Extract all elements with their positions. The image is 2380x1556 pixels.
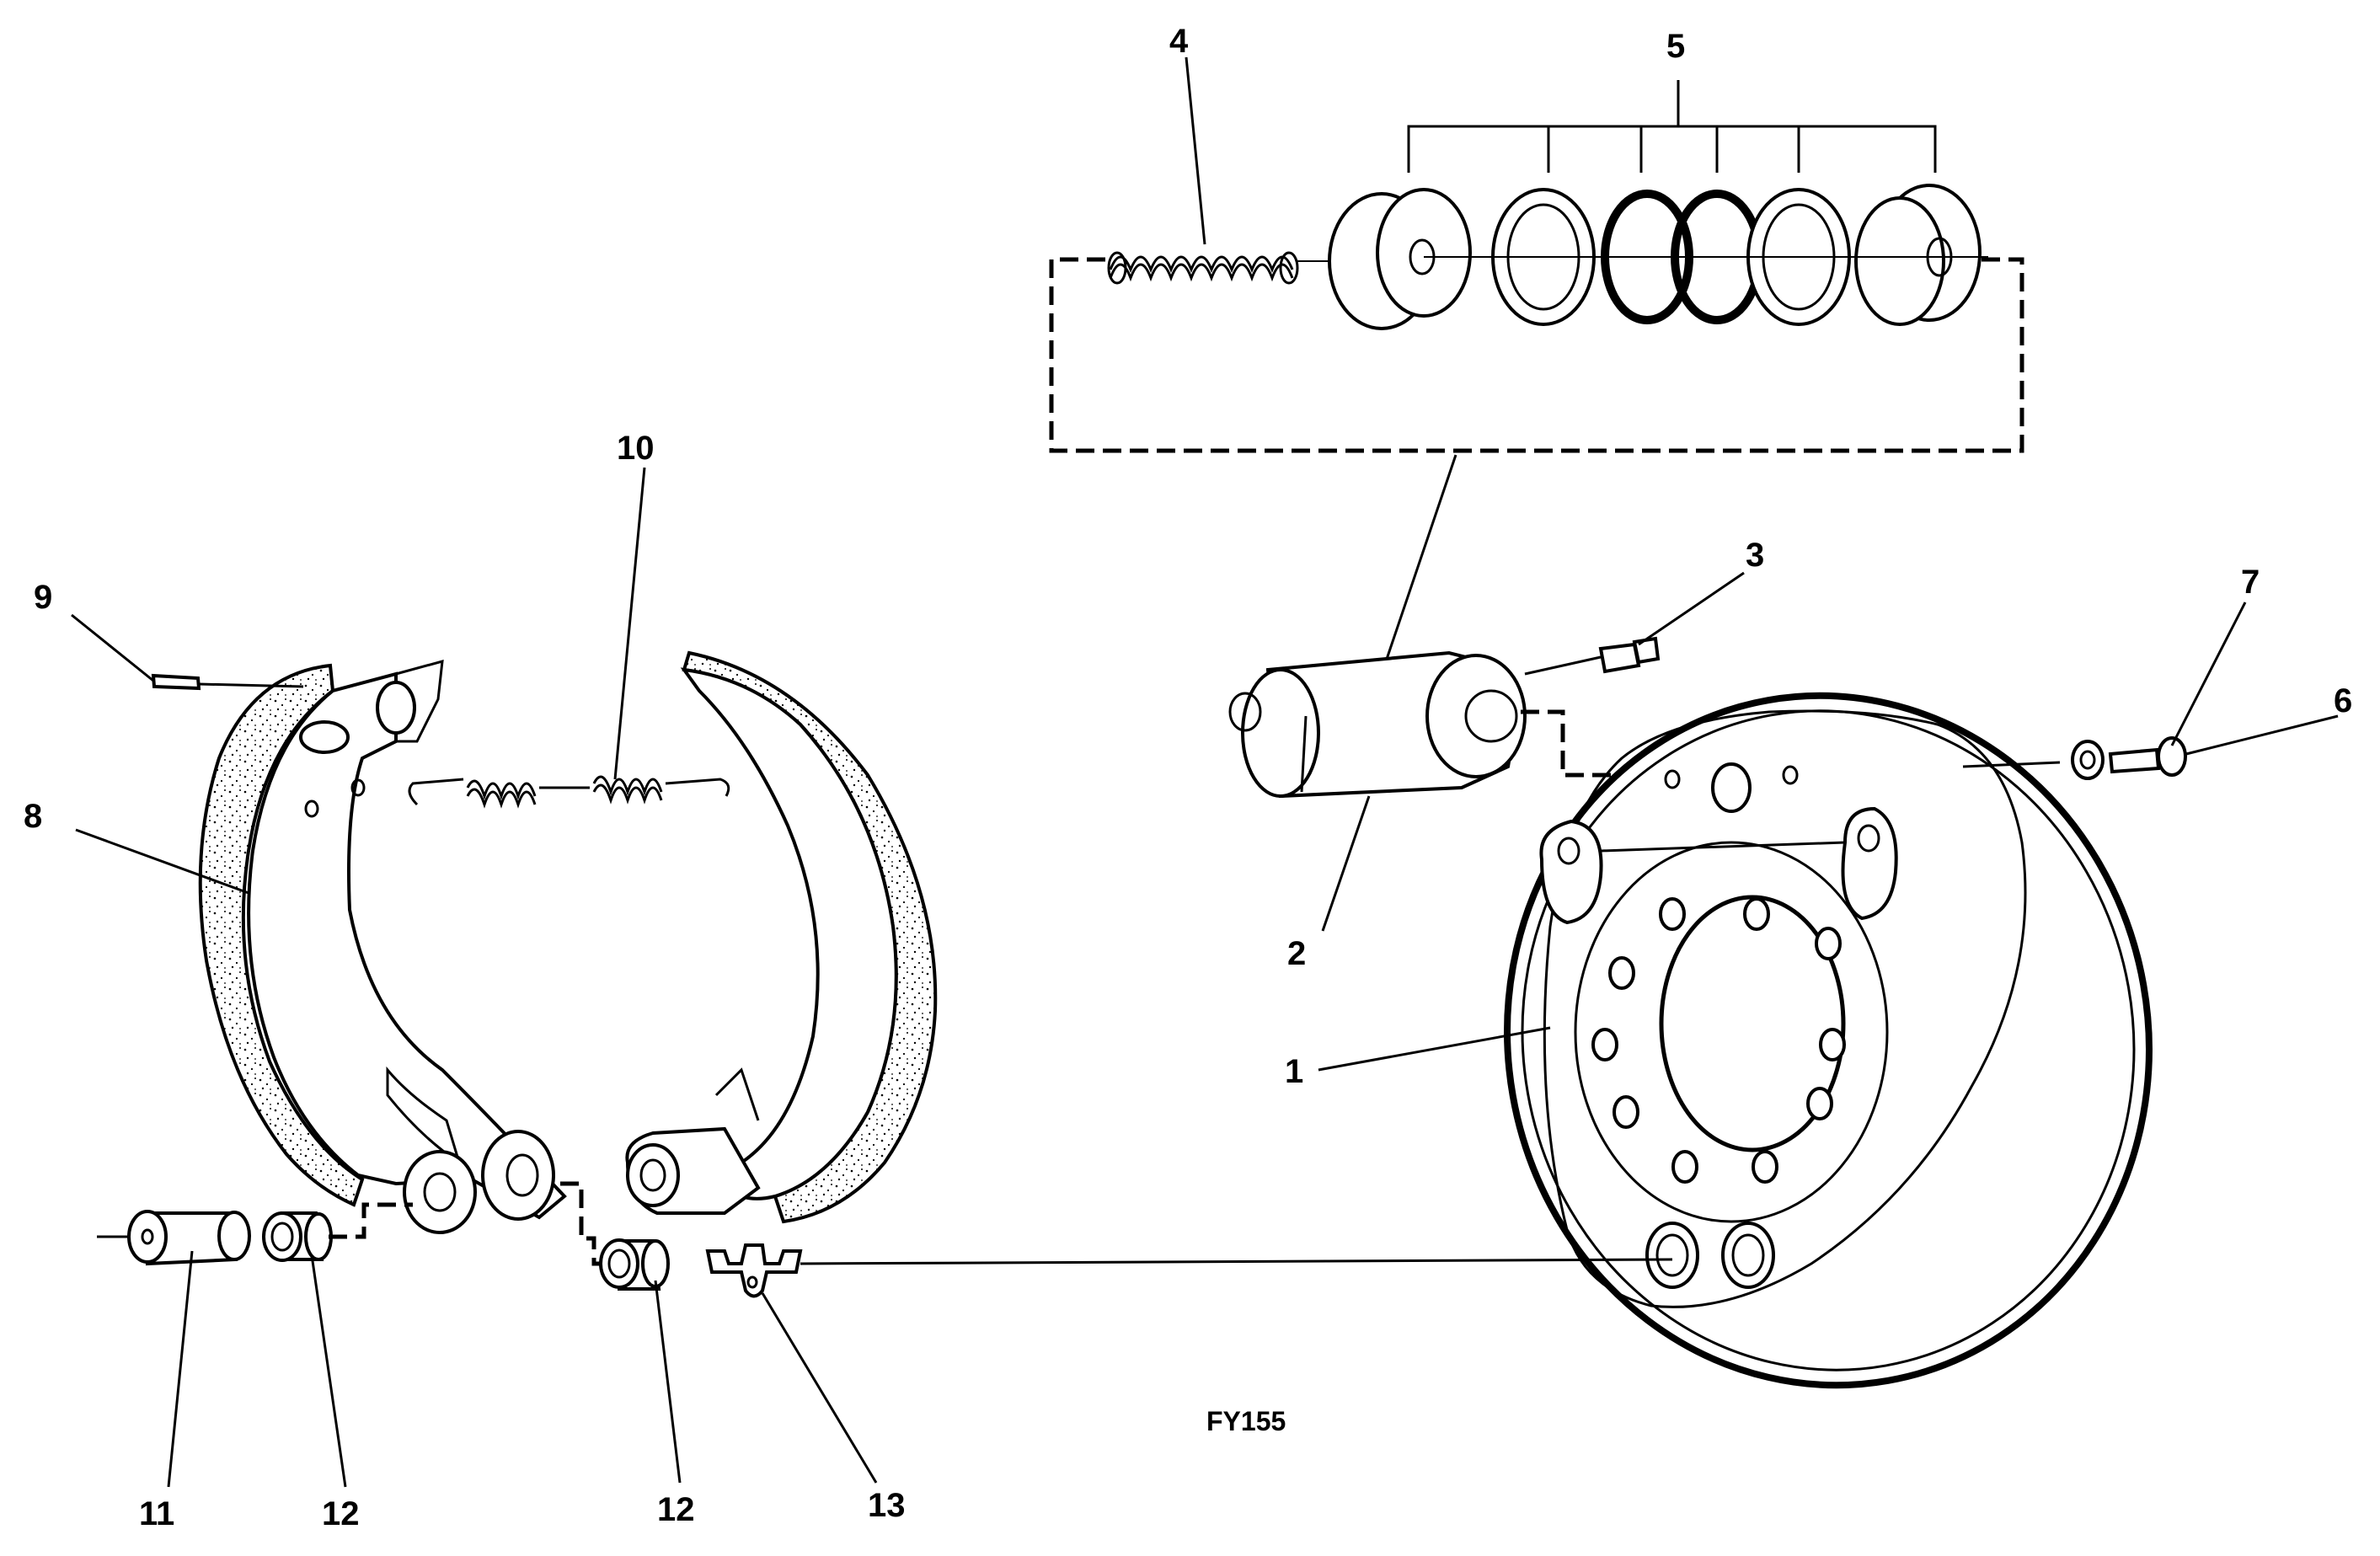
- label-part-9: 9: [34, 579, 52, 616]
- label-part-10: 10: [617, 430, 655, 467]
- cylinder-mount-line: [1521, 709, 1655, 778]
- repair-kit-seals: [1328, 80, 1988, 330]
- part-labels: 4 5 3 7 6 2 1 10 9 8 11 12 12 13 FY155: [24, 23, 2352, 1532]
- label-part-12-left: 12: [322, 1495, 360, 1532]
- backing-plate: [1504, 692, 2153, 1389]
- dust-cover-left: [1328, 188, 1472, 330]
- label-part-12-right: 12: [657, 1491, 695, 1528]
- pivot-pin: [151, 673, 304, 691]
- figure-code: FY155: [1206, 1406, 1286, 1436]
- label-part-8: 8: [24, 798, 42, 835]
- bleed-screw: [1524, 636, 1661, 676]
- label-part-7: 7: [2241, 564, 2260, 601]
- right-bushing-mount-line: [560, 1181, 611, 1266]
- return-springs: [408, 775, 730, 809]
- brake-shoe-left: [198, 659, 567, 1234]
- label-part-13: 13: [868, 1487, 906, 1524]
- brake-shoe-right: [625, 650, 938, 1224]
- wheel-cylinder: [1228, 650, 1527, 799]
- leader-lines: [71, 56, 2339, 1488]
- label-part-6: 6: [2334, 682, 2352, 719]
- label-part-5: 5: [1666, 28, 1685, 65]
- label-part-1: 1: [1285, 1053, 1303, 1090]
- label-part-4: 4: [1169, 23, 1189, 60]
- retaining-clip: [705, 1243, 1673, 1298]
- bushing-left: [262, 1211, 333, 1262]
- label-part-11: 11: [139, 1495, 174, 1532]
- kit-to-cylinder-line: [1380, 454, 1457, 675]
- screw-axis-line: [1962, 761, 2061, 768]
- left-bushing-mount-line: [329, 1202, 413, 1239]
- anchor-pin: [97, 1210, 251, 1266]
- cylinder-spring: [1107, 251, 1331, 285]
- dust-cover-right: [1854, 184, 1982, 326]
- lock-washer: [2071, 740, 2105, 780]
- bushing-right: [599, 1238, 670, 1291]
- kit-bracket: [1049, 257, 2024, 453]
- label-part-2: 2: [1287, 935, 1306, 972]
- mounting-screw: [2108, 736, 2187, 777]
- label-part-3: 3: [1746, 537, 1764, 574]
